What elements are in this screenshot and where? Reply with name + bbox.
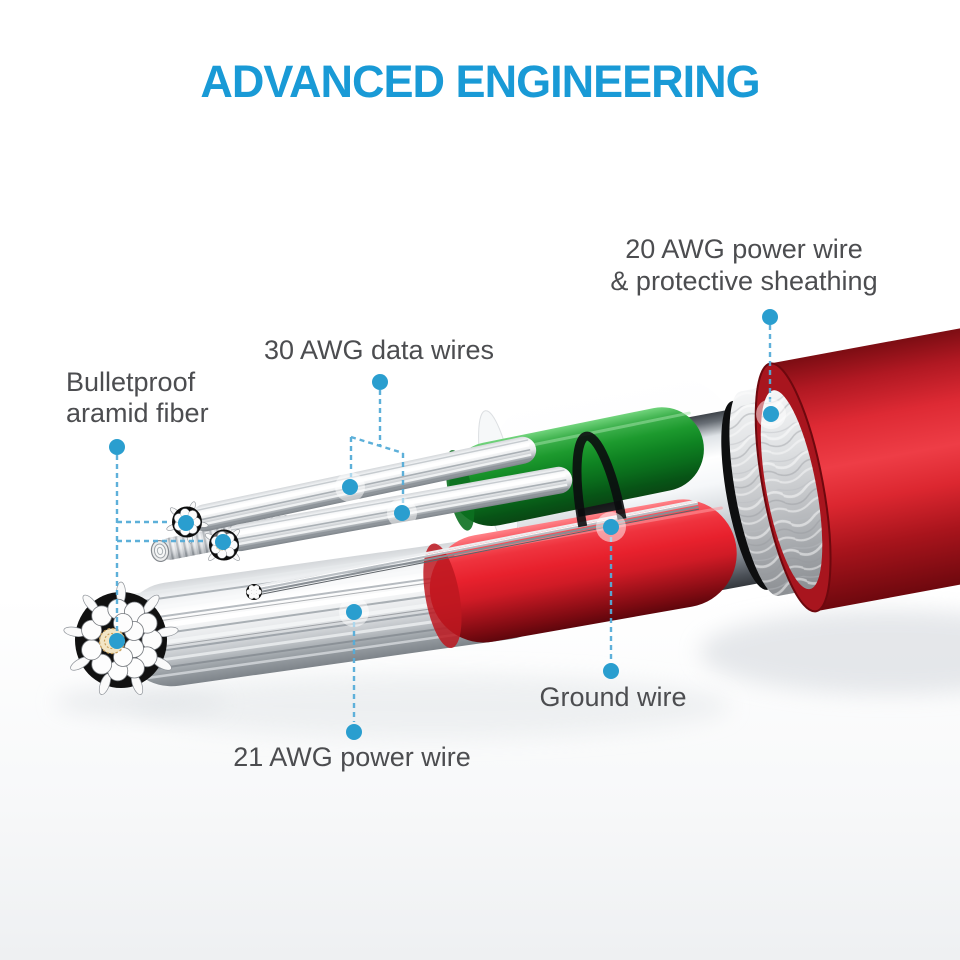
callout-dot <box>372 374 388 390</box>
coiled-wire-cross-section <box>150 539 170 563</box>
callout-dot <box>603 663 619 679</box>
target-dot <box>596 512 626 542</box>
label-aramid-line2: aramid fiber <box>66 398 209 428</box>
label-power20-line1: 20 AWG power wire <box>625 234 863 264</box>
label-aramid-line1: Bulletproof <box>66 367 196 397</box>
callout-leaders <box>115 325 772 722</box>
leader-line-aramid <box>115 455 207 631</box>
callout-dot <box>346 724 362 740</box>
label-ground: Ground wire <box>539 681 686 713</box>
target-dot <box>387 498 417 528</box>
label-data30-line1: 30 AWG data wires <box>263 335 495 365</box>
label-aramid: Bulletproof aramid fiber <box>66 367 209 429</box>
red-outer-jacket <box>772 301 960 611</box>
callout-dot <box>109 439 125 455</box>
target-dot <box>212 531 234 553</box>
callout-dot <box>762 309 778 325</box>
label-power20: 20 AWG power wire & protective sheathing <box>610 233 877 297</box>
label-power20-line2: & protective sheathing <box>610 266 878 296</box>
page-title: ADVANCED ENGINEERING <box>200 56 760 107</box>
ground-wire-cross-section <box>246 584 262 600</box>
floor-shadow <box>55 610 960 738</box>
tube-opening-rim <box>572 431 627 528</box>
target-dot <box>335 472 365 502</box>
label-data30: 30 AWG data wires <box>264 334 494 366</box>
target-dot <box>109 633 125 649</box>
target-dot <box>339 597 369 627</box>
callout-dots <box>109 309 786 740</box>
target-dot <box>175 512 197 534</box>
leader-line-data30 <box>349 390 405 503</box>
inner-red-wire <box>423 499 737 649</box>
label-power21-line1: 21 AWG power wire <box>233 742 471 772</box>
label-ground-line1: Ground wire <box>539 682 687 712</box>
target-dot <box>756 399 786 429</box>
label-power21: 21 AWG power wire <box>233 741 471 773</box>
